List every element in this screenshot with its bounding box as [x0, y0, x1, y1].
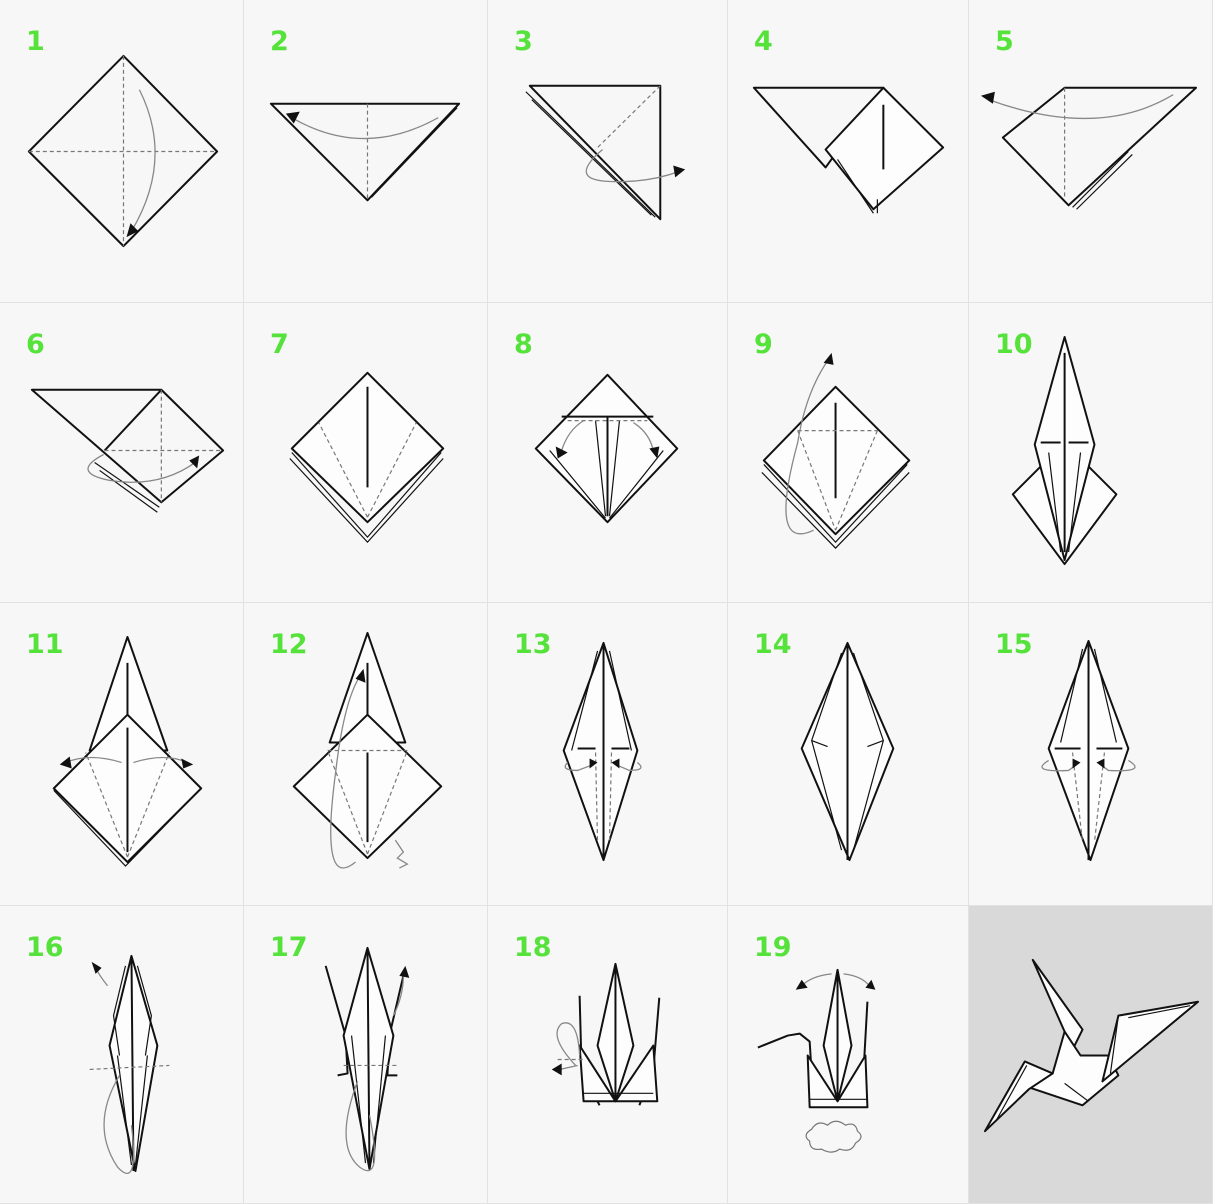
step-8-panel: 8 [488, 303, 728, 603]
step-17-panel: 17 [244, 906, 488, 1204]
step-5-panel: 5 [969, 0, 1213, 303]
step-16-diagram [0, 906, 243, 1203]
finished-crane-panel [969, 906, 1213, 1204]
step-18-panel: 18 [488, 906, 728, 1204]
step-2-diagram [244, 0, 487, 302]
step-7-panel: 7 [244, 303, 488, 603]
step-12-panel: 12 [244, 603, 488, 906]
step-3-panel: 3 [488, 0, 728, 303]
step-10-diagram [969, 303, 1212, 602]
step-6-diagram [0, 303, 243, 602]
step-1-panel: 1 [0, 0, 244, 303]
step-9-panel: 9 [728, 303, 969, 603]
step-14-panel: 14 [728, 603, 969, 906]
step-4-diagram [728, 0, 968, 302]
step-19-diagram [728, 906, 968, 1203]
finished-crane-diagram [969, 906, 1212, 1203]
step-15-diagram [969, 603, 1212, 905]
step-12-diagram [244, 603, 487, 905]
step-10-panel: 10 [969, 303, 1213, 603]
step-15-panel: 15 [969, 603, 1213, 906]
step-18-diagram [488, 906, 727, 1203]
step-11-panel: 11 [0, 603, 244, 906]
step-6-panel: 6 [0, 303, 244, 603]
step-13-panel: 13 [488, 603, 728, 906]
step-2-panel: 2 [244, 0, 488, 303]
step-19-panel: 19 [728, 906, 969, 1204]
step-5-diagram [969, 0, 1212, 302]
step-17-diagram [244, 906, 487, 1203]
step-16-panel: 16 [0, 906, 244, 1204]
step-9-diagram [728, 303, 968, 602]
step-4-panel: 4 [728, 0, 969, 303]
step-7-diagram [244, 303, 487, 602]
step-8-diagram [488, 303, 727, 602]
step-1-diagram [0, 0, 243, 302]
step-3-diagram [488, 0, 727, 302]
step-14-diagram [728, 603, 968, 905]
step-11-diagram [0, 603, 243, 905]
step-13-diagram [488, 603, 727, 905]
